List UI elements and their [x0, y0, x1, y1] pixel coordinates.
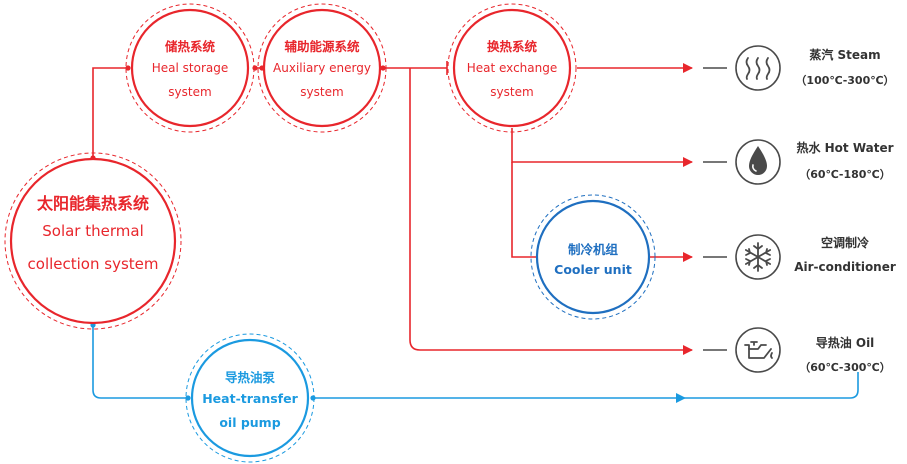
- hotwater-label: 热水 Hot Water: [796, 141, 894, 155]
- auxiliary-title: 辅助能源系统: [284, 39, 360, 54]
- cooler-title: 制冷机组: [567, 242, 618, 257]
- pump-en-line1: Heat-transfer: [202, 391, 298, 406]
- node-solar: [4, 152, 182, 330]
- solar-en-line2: collection system: [27, 255, 159, 273]
- pump-title: 导热油泵: [224, 370, 275, 385]
- connector-exchange-to-hotwater: [511, 128, 693, 167]
- node-cooler: [530, 194, 656, 320]
- exchange-en-line2: system: [490, 85, 534, 99]
- connector-aux-to-oil: [409, 68, 693, 355]
- pump-en-line2: oil pump: [219, 415, 281, 430]
- steam-label: 蒸汽 Steam: [809, 48, 881, 62]
- solar-en-line1: Solar thermal: [42, 222, 144, 240]
- node-auxiliary: [257, 3, 387, 133]
- node-exchange: [447, 3, 577, 133]
- storage-en-line1: Heal storage: [151, 61, 229, 75]
- exchange-title: 换热系统: [486, 39, 537, 54]
- aircon-sublabel: Air-conditioner: [794, 260, 896, 274]
- water-drop-icon: [735, 139, 781, 185]
- oil-can-icon: [735, 327, 781, 373]
- node-storage: [125, 3, 255, 133]
- aircon-label: 空调制冷: [820, 236, 869, 250]
- connector-to-cooler: [511, 162, 546, 258]
- storage-title: 储热系统: [164, 39, 215, 54]
- steam-range: （100℃-300℃）: [795, 74, 895, 87]
- connector-solar-to-storage: [92, 67, 128, 158]
- node-pump: [185, 333, 315, 463]
- connector-oil-to-return: [848, 372, 859, 399]
- connector-solar-to-pump: [92, 325, 188, 399]
- storage-en-line2: system: [168, 85, 212, 99]
- steam-icon: [735, 45, 781, 91]
- auxiliary-en-line2: system: [300, 85, 344, 99]
- oil-range: （60℃-300℃）: [799, 361, 891, 374]
- snowflake-icon: [735, 234, 781, 280]
- oil-label: 导热油 Oil: [815, 336, 875, 350]
- solar-title: 太阳能集热系统: [36, 194, 149, 213]
- hotwater-range: （60℃-180℃）: [799, 168, 891, 181]
- cooler-en: Cooler unit: [554, 262, 632, 277]
- auxiliary-en-line1: Auxiliary energy: [273, 61, 371, 75]
- exchange-en-line1: Heat exchange: [466, 61, 558, 75]
